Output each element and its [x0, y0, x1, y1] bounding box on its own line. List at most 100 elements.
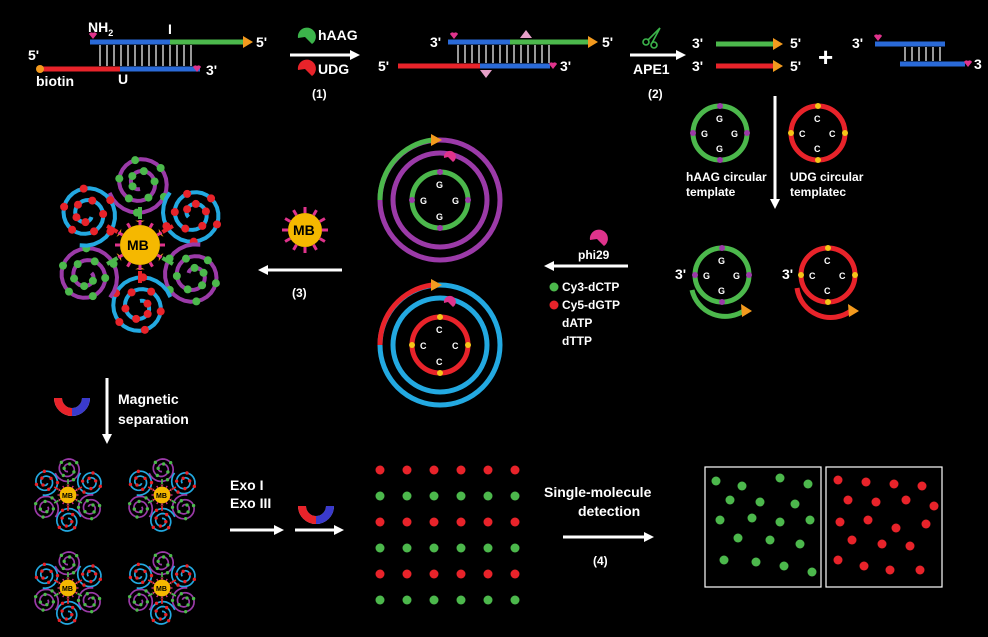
streptavidin-spike: [62, 501, 65, 505]
rca-base-label: G: [452, 196, 459, 206]
rca-reaction: phi29 Cy3-dCTP Cy5-dGTP dATP dTTP: [544, 229, 628, 348]
released-fluorophore: [510, 595, 520, 605]
step4-number: (4): [593, 554, 608, 568]
fluorophore-dot: [174, 572, 179, 576]
fluorophore-dot: [55, 480, 60, 485]
fluorophore-dot: [165, 605, 169, 610]
linker-arrowhead: [75, 591, 78, 595]
streptavidin-spike: [62, 578, 65, 582]
released-fluorophore: [510, 569, 520, 579]
streptavidin-spike: [156, 594, 159, 598]
flower-complex: MB: [127, 551, 197, 625]
template-base-label: G: [733, 271, 740, 281]
fluorophore-dot: [50, 496, 54, 500]
streptavidin-spike: [168, 498, 172, 501]
fluorophore-dot: [156, 559, 160, 564]
rca-base-label: C: [436, 357, 443, 367]
haag-template-label-2: template: [686, 185, 736, 199]
cy3-spot: [751, 557, 761, 567]
bead-linker: [161, 224, 174, 234]
fluorophore-dot: [67, 462, 72, 466]
fluorophore-dot: [166, 525, 171, 530]
released-fluorophore: [402, 543, 412, 553]
fluorophore-dot: [190, 263, 199, 272]
template-mark: [746, 272, 752, 278]
fluorophore-dot: [185, 596, 189, 600]
excised-heart-bottom: [549, 62, 557, 69]
fluorophore-dot: [74, 460, 79, 465]
fluorophore-dot: [61, 473, 65, 478]
bead-linker: [171, 486, 177, 491]
rca-product-spiral: [34, 588, 60, 612]
step3-reaction: MB (3): [258, 207, 342, 300]
fluorophore-dot: [41, 608, 45, 612]
fluorophore-dot: [154, 516, 158, 520]
rca-template-mark: [437, 314, 443, 320]
fluorophore-dot: [164, 519, 168, 524]
cy3-spot: [715, 515, 725, 525]
fluorophore-dot: [91, 471, 95, 475]
fluorophore-dot: [83, 509, 87, 514]
rca-base-label: C: [452, 341, 459, 351]
rca-phi29-icon: [443, 150, 456, 162]
cy5-spot: [905, 541, 915, 551]
fluorophore-dot: [211, 279, 220, 288]
streptavidin-spike: [292, 209, 298, 217]
rca-template-mark: [437, 225, 443, 231]
fluorophore-dot: [81, 218, 90, 227]
fluorophore-dot: [177, 602, 181, 607]
bead-linker: [161, 256, 174, 266]
cy3-spot: [807, 567, 817, 577]
haag-template-label-1: hAAG circular: [686, 170, 767, 184]
bead-body: [153, 579, 171, 597]
cy3-spot: [719, 555, 729, 565]
released-fluorophore: [375, 491, 385, 501]
bead-linker: [171, 579, 177, 584]
bead-label: MB: [62, 586, 73, 593]
fluorophore-dot: [136, 562, 141, 567]
exo-digestion: Exo I Exo III: [230, 477, 344, 535]
streptavidin-spike: [152, 498, 156, 501]
fluorophore-dot: [98, 577, 103, 582]
linker-arrowhead: [169, 591, 172, 595]
released-fluorophore: [510, 465, 520, 475]
cy5-spot: [929, 501, 939, 511]
fluorophore-dot: [134, 569, 138, 573]
fluorophore-dot: [97, 503, 102, 508]
flower-complex: MB: [33, 458, 103, 532]
fluorophore-dot: [127, 501, 132, 506]
fluorophore-dot: [71, 571, 76, 575]
fluorophore-dot: [89, 579, 93, 584]
rca-product-spiral: [129, 563, 153, 590]
released-fluorophore: [483, 491, 493, 501]
fluorophore-dot: [153, 553, 158, 558]
released-fluorophore: [402, 595, 412, 605]
released-fluorophore: [456, 543, 466, 553]
fluorophore-dot: [192, 577, 197, 582]
rca-template-mark: [437, 370, 443, 376]
bead-label: MB: [156, 586, 167, 593]
streptavidin-spike: [152, 591, 156, 594]
template-base-label: G: [718, 286, 725, 296]
fluorophore-dot: [185, 564, 189, 568]
separation-label-1: Magnetic: [118, 391, 179, 407]
excised-5prime-top: 5': [602, 34, 613, 50]
released-fluorophore: [456, 595, 466, 605]
rca-product-spiral: [76, 471, 102, 495]
fluorophore-dot: [99, 210, 108, 218]
linker-arrowhead: [152, 591, 155, 595]
bead-linker: [147, 592, 153, 597]
fluorophore-dot: [42, 562, 47, 567]
bead-linker: [53, 486, 59, 491]
fluorophore-dot: [191, 199, 200, 208]
fluorophore-dot: [34, 575, 39, 580]
flower-complex: MB: [33, 551, 103, 625]
udg-primer-strand: [794, 287, 854, 320]
fluorophore-dot: [51, 507, 56, 511]
fluorophore-dot: [128, 172, 137, 181]
fluorophore-dot: [92, 603, 96, 607]
fluorophore-dot: [80, 572, 85, 576]
udg-primer-arrowhead: [848, 304, 859, 317]
fluorophore-dot: [139, 509, 143, 514]
bead-label: MB: [293, 222, 315, 238]
